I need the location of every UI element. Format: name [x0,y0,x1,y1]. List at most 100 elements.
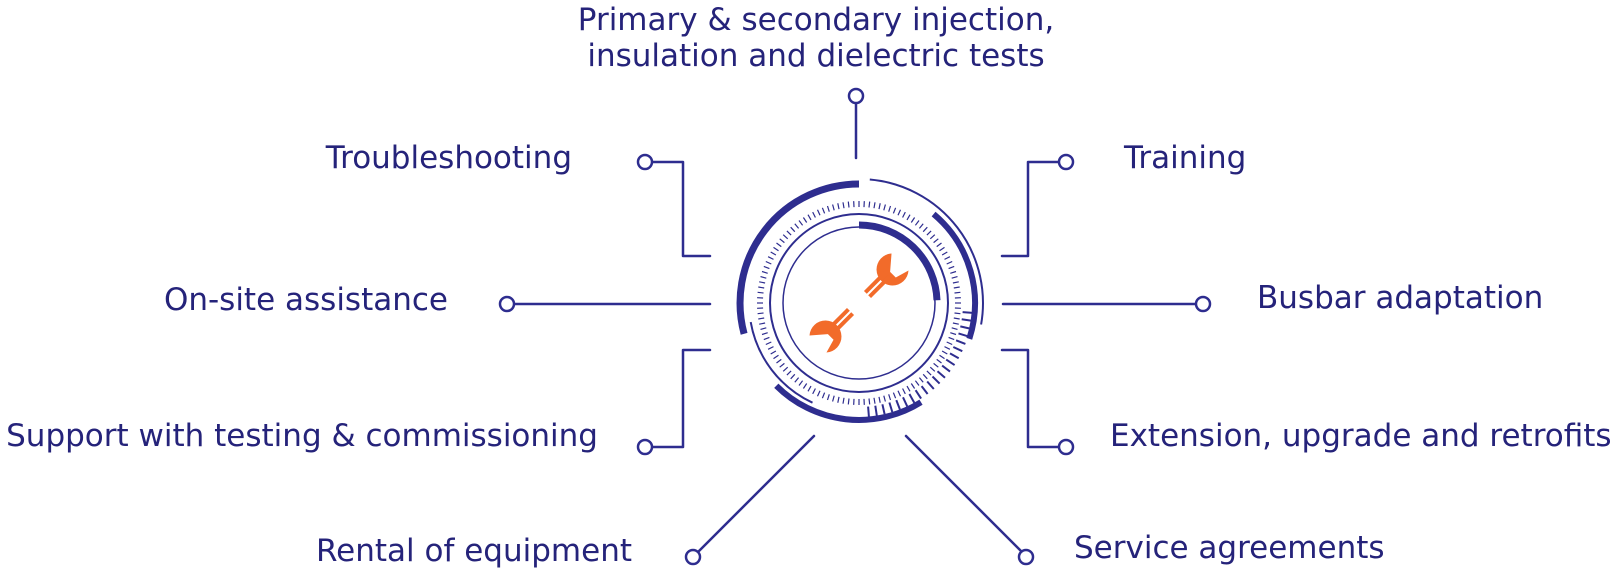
gauge-tick [892,207,897,214]
gauge-tick [953,317,960,320]
gauge-tick [933,238,939,244]
gauge-tick [790,226,796,233]
connector-support [636,348,712,456]
gauge-tick [782,366,789,372]
gauge-tick [946,341,953,346]
gauge-tick [826,394,830,401]
connector-onsite [498,295,712,313]
gauge-tick [802,217,808,223]
gauge-tick-heavy [920,385,929,395]
gauge-tick-heavy [874,405,878,416]
gauge-tick [758,317,765,320]
gauge-tick [816,390,821,397]
gauge-tick [790,373,796,380]
gauge-tick [868,398,871,405]
gauge-tick [757,291,764,294]
gauge-tick [892,392,897,399]
gauge-tick [761,332,768,336]
gauge-tick [837,396,840,403]
gauge-tick-heavy [936,370,946,379]
gauge-tick [770,251,777,256]
gauge-tick [759,281,766,284]
gauge-tick [952,322,959,325]
gauge-tick [821,392,826,399]
gauge-tick [832,204,835,211]
gauge-tick [936,358,942,364]
gauge-tick [779,238,785,244]
gauge-tick [951,276,958,279]
gauge-tick [941,251,948,256]
gauge-tick [939,246,945,252]
gauge-tick [944,346,951,350]
gauge-tick [760,327,767,330]
gauge-tick [873,397,876,404]
gauge-ring-middle [769,213,949,393]
gauge-ring-thin-upper [869,178,984,325]
gauge-tick [897,390,902,397]
gauge-tick-heavy [895,399,901,410]
connector-top [847,87,865,160]
gauge-tick [821,207,826,214]
gauge-tick-heavy [962,311,973,314]
gauge-tick-heavy [949,352,960,360]
gauge-tick [950,270,957,274]
gauge-tick [798,380,804,386]
gauge-tick [929,366,936,372]
connector-rental [684,434,816,566]
gauge-tick [918,377,924,383]
gauge-tick-heavy [902,396,909,407]
gauge-tick-heavy [931,375,941,385]
label-onsite-assistance: On-site assistance [163,282,448,318]
gauge-tick [897,209,902,216]
gauge-tick [779,362,785,368]
gauge-tick [948,265,955,270]
gauge-tick [782,234,789,240]
gauge-tick [761,270,768,274]
gauge-tick [807,214,812,221]
gauge-arc-outer-left [736,180,860,335]
gauge-tick [933,362,939,368]
gauge-tick [776,358,782,364]
gauge-tick [758,286,765,289]
label-rental-equipment: Rental of equipment [316,533,632,569]
gauge-tick [842,397,845,404]
gauge-ring-thin-lower [749,321,813,404]
gauge-tick [954,312,961,315]
gauge-tick [926,370,932,376]
connector-training [1000,153,1075,258]
gauge-tick [878,203,881,210]
gauge-tick [906,214,911,221]
gauge-tick [914,380,920,386]
gauge-tick [883,395,886,402]
gauge-tick [944,256,951,260]
gauge-tick [807,385,812,392]
gauge-tick [868,201,871,208]
gauge-tick [765,260,772,265]
gauge-tick [798,220,804,226]
gauge-tick [906,385,911,392]
gauge-tick-heavy [908,393,916,404]
gauge-tick-heavy [952,346,963,353]
gauge-tick [941,350,948,355]
label-support-testing: Support with testing & commissioning [6,418,598,454]
gauge-tick [951,327,958,330]
gauge-tick [910,217,916,223]
gauge-tick-heavy [941,364,951,373]
gauge-tick [888,205,892,212]
gauge-tick [770,350,777,355]
gauge-tick [847,201,850,208]
gauge-tick [914,220,920,226]
gauge-tick [926,230,932,236]
connector-service [904,434,1035,566]
gauge-tick-ring-heavy [867,311,973,417]
center-gauge [736,178,984,423]
gauge-tick-heavy [926,380,935,390]
gauge-arc-outer-right [931,211,978,340]
gauge-tick [832,395,835,402]
gauge-tick [767,256,774,260]
gauge-tick-heavy [914,389,922,400]
gauge-tick [922,226,928,233]
gauge-tick [953,286,960,289]
gauge-tick [952,281,959,284]
